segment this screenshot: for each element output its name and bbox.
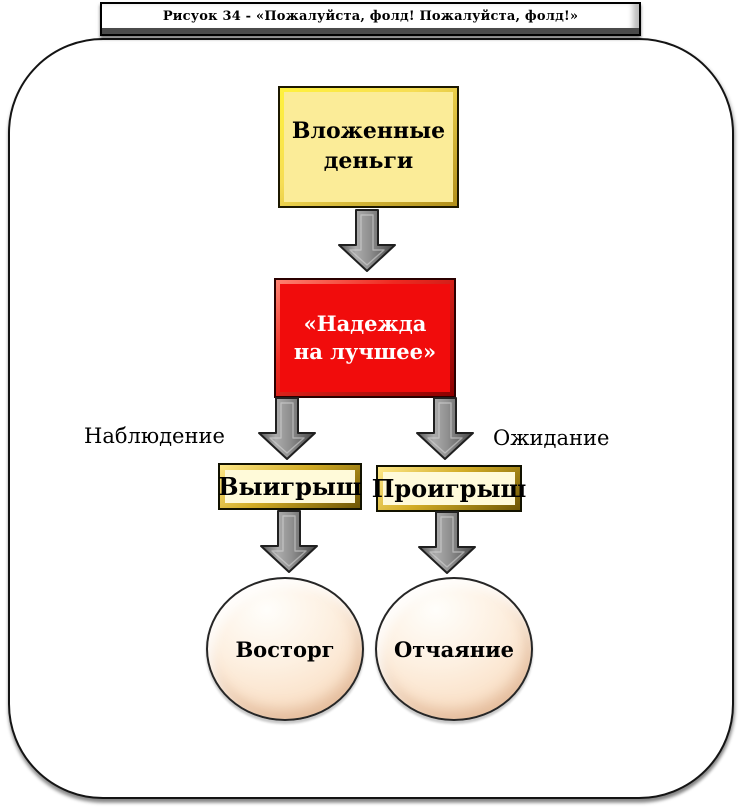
node-lose-label: Проигрыш (372, 472, 526, 505)
node-win: Выигрыш (218, 463, 362, 510)
down-arrow-icon (257, 397, 317, 461)
branch-label-expectation: Ожидание (493, 426, 610, 450)
node-hope-for-best-label: «Надежда на лучшее» (280, 284, 450, 392)
node-win-label: Выигрыш (218, 470, 362, 503)
node-lose: Проигрыш (372, 465, 526, 512)
caption-bar: Рисуок 34 - «Пожалуйста, фолд! Пожалуйст… (100, 2, 641, 36)
down-arrow-icon (259, 510, 319, 574)
caption-text: Рисуок 34 - «Пожалуйста, фолд! Пожалуйст… (162, 8, 579, 24)
node-hope-for-best: «Надежда на лучшее» (274, 278, 456, 398)
node-delight-label: Восторг (235, 636, 335, 662)
node-invested-money-label: Вложенные деньги (284, 92, 453, 202)
node-invested-money: Вложенные деньги (278, 86, 459, 208)
down-arrow-icon (415, 397, 475, 461)
node-delight: Восторг (206, 577, 364, 721)
node-despair: Отчаяние (375, 577, 533, 721)
down-arrow-icon (337, 209, 397, 273)
down-arrow-icon (417, 511, 477, 575)
node-despair-label: Отчаяние (393, 636, 515, 662)
branch-label-observation: Наблюдение (84, 424, 225, 448)
